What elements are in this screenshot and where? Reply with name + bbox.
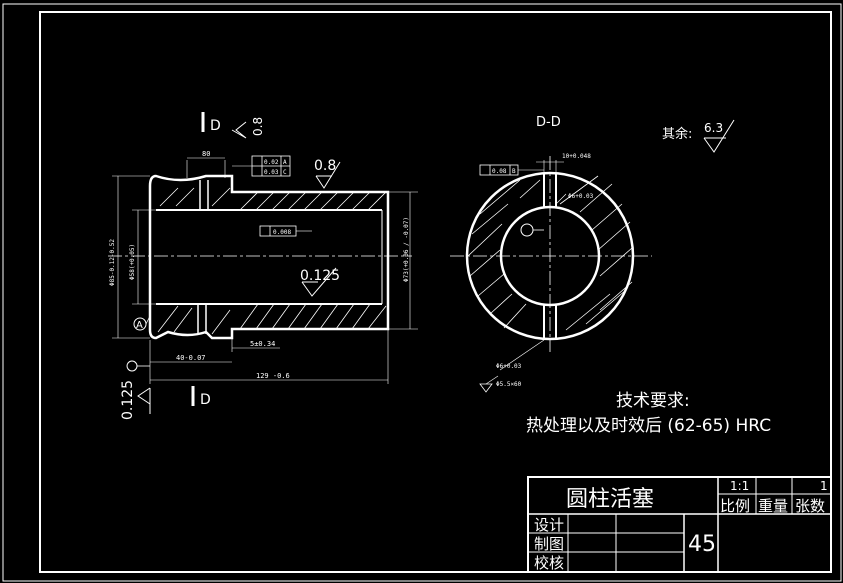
tol-top-row2-ref: C (283, 169, 287, 176)
longitudinal-section (108, 112, 418, 414)
roughness-mid-value: 0.125 (300, 268, 340, 284)
dim-hole-6b: Φ6+0.03 (496, 363, 522, 370)
roughness-other-value: 6.3 (704, 121, 723, 135)
tol-top-row1: 0.02 (264, 159, 279, 166)
tol-side: 0.08 (492, 168, 507, 175)
scale-value: 1:1 (730, 479, 749, 493)
section-mark-top: D (210, 118, 221, 134)
tech-req-line1: 热处理以及时效后 (62-65) HRC (526, 416, 771, 436)
dim-right-outer: Φ73(+0.06 / -0.07) (403, 217, 410, 282)
dim-note-55: Φ5.5×60 (496, 381, 522, 388)
dim-len-129: 129 -0.6 (256, 372, 290, 380)
sheets-label: 张数 (795, 497, 825, 515)
dim-left-outer: Φ85-0.12-0.52 (109, 239, 116, 286)
hatch-bottom (157, 303, 387, 335)
sheet-count: 1 (820, 479, 828, 493)
section-mark-bottom: D (200, 392, 211, 408)
ring-hatching (467, 175, 633, 331)
dim-top-small: 80 (202, 150, 210, 158)
end-view-inner-circle (499, 205, 601, 307)
scale-label: 比例 (720, 497, 750, 515)
title-block (527, 476, 832, 573)
view-label: D-D (536, 115, 561, 130)
roughness-other-label: 其余: (662, 126, 692, 142)
part-outer-profile (148, 174, 390, 340)
hatch-top (159, 187, 387, 211)
material: 45 (688, 532, 716, 557)
tol-bore: 0.008 (273, 229, 291, 236)
drawn-label: 制图 (534, 535, 564, 553)
tol-top-row2: 0.03 (264, 169, 279, 176)
check-label: 校核 (534, 554, 564, 572)
design-label: 设计 (534, 516, 564, 534)
end-view (450, 119, 735, 393)
end-view-outer-circle (465, 171, 635, 341)
roughness-left-value: 0.125 (120, 380, 136, 420)
roughness-top-value: 0.8 (314, 158, 336, 174)
sheet-border-outer (2, 3, 842, 582)
roughness-topleft-value: 0.8 (251, 117, 265, 136)
dim-left-bore: Φ58(+0.05) (129, 244, 136, 280)
tol-top-row1-ref: A (283, 159, 287, 166)
dim-len-40: 40-0.07 (176, 354, 206, 362)
part-name: 圆柱活塞 (566, 487, 654, 512)
dim-slot: 10+0.048 (562, 153, 591, 160)
weight-label: 重量 (758, 497, 788, 515)
tech-req-title: 技术要求: (616, 391, 690, 411)
sheet-border-inner (39, 11, 832, 573)
dim-len-5: 5±0.34 (250, 340, 275, 348)
tol-side-ref: B (512, 168, 516, 175)
datum-label: A (136, 320, 143, 331)
dim-hole-6: Φ6+0.03 (568, 193, 594, 200)
